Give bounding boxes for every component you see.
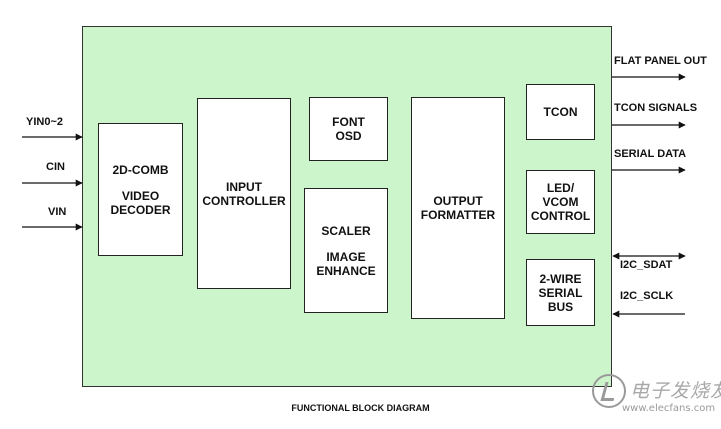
font-osd-line-1: FONT: [332, 115, 365, 129]
label-flat-panel: FLAT PANEL OUT: [614, 55, 707, 67]
block-video-decoder: 2D-COMB VIDEO DECODER: [98, 123, 183, 256]
input-controller-line-1: INPUT: [226, 179, 262, 194]
watermark: 电子发烧友 www.elecfans.com: [592, 372, 721, 422]
block-led-vcom: LED/ VCOM CONTROL: [526, 170, 595, 234]
watermark-url: www.elecfans.com: [622, 403, 716, 414]
led-vcom-line-2: VCOM: [542, 195, 579, 209]
font-osd-line-2: OSD: [335, 129, 362, 143]
input-controller-line-2: CONTROLLER: [202, 193, 286, 208]
serial-bus-line-2: SERIAL: [538, 285, 583, 300]
serial-bus-line-1: 2-WIRE: [539, 271, 582, 286]
block-tcon: TCON: [526, 84, 595, 140]
scaler-line-1: SCALER: [321, 223, 371, 238]
output-formatter-line-1: OUTPUT: [433, 194, 483, 208]
video-decoder-line-3: DECODER: [110, 202, 171, 217]
label-serial-data: SERIAL DATA: [614, 148, 687, 160]
block-font-osd: FONT OSD: [309, 97, 388, 161]
video-decoder-line-2: VIDEO: [121, 188, 160, 203]
scaler-line-2: IMAGE: [326, 249, 366, 264]
scaler-line-3: ENHANCE: [316, 263, 376, 278]
block-output-formatter: OUTPUT FORMATTER: [411, 97, 505, 319]
label-yin: YIN0~2: [26, 116, 63, 128]
led-vcom-line-1: LED/: [546, 181, 575, 195]
elecfans-logo-icon: [592, 374, 626, 408]
label-cin: CIN: [46, 161, 65, 173]
diagram-caption: FUNCTIONAL BLOCK DIAGRAM: [291, 403, 430, 413]
led-vcom-line-3: CONTROL: [530, 209, 591, 223]
block-serial-bus: 2-WIRE SERIAL BUS: [526, 259, 595, 326]
label-i2c-sclk: I2C_SCLK: [620, 290, 674, 302]
label-vin: VIN: [48, 206, 67, 218]
block-input-controller: INPUT CONTROLLER: [197, 98, 291, 289]
block-scaler: SCALER IMAGE ENHANCE: [304, 188, 388, 313]
watermark-brand: 电子发烧友: [630, 380, 721, 402]
tcon-line-1: TCON: [543, 105, 578, 119]
label-i2c-sdat: I2C_SDAT: [620, 259, 673, 271]
serial-bus-line-3: BUS: [547, 299, 574, 314]
output-formatter-line-2: FORMATTER: [420, 208, 496, 222]
video-decoder-line-1: 2D-COMB: [112, 162, 169, 177]
label-tcon-signals: TCON SIGNALS: [614, 102, 698, 114]
